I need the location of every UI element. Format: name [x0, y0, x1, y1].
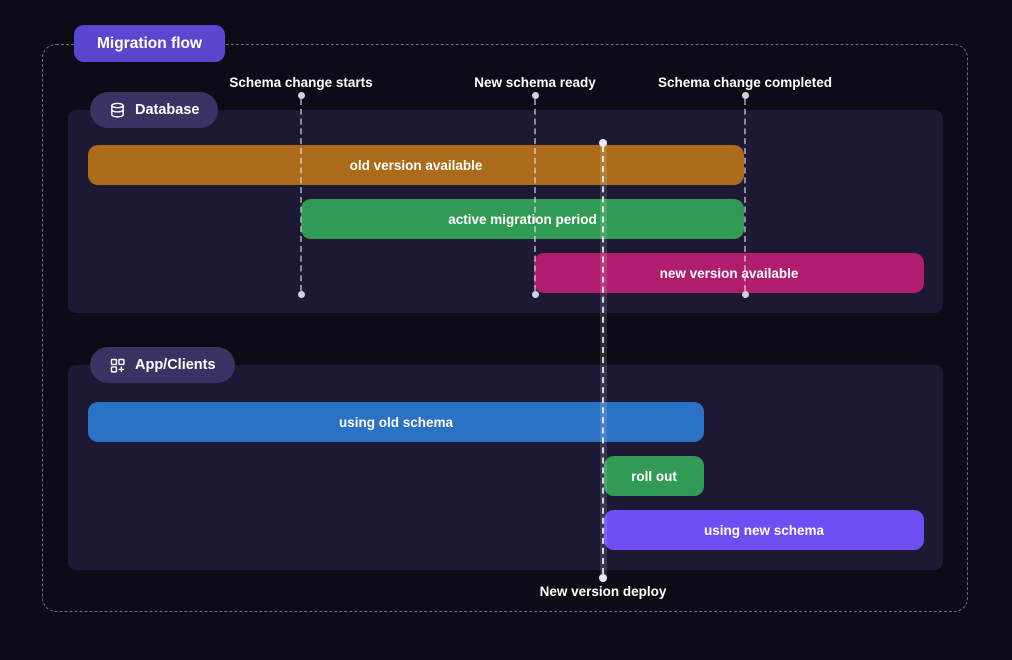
bar-using-old-schema: using old schema	[88, 402, 704, 442]
milestone-dashed-line	[534, 99, 536, 291]
database-icon	[109, 102, 126, 119]
milestone-dashed-line	[300, 99, 302, 291]
deploy-dashed-line	[602, 146, 604, 574]
bar-using-new-schema: using new schema	[604, 510, 924, 550]
bar-label: new version available	[659, 265, 799, 281]
milestone-dot-bottom	[741, 291, 749, 298]
bar-roll-out: roll out	[604, 456, 704, 496]
database-lane-badge: Database	[90, 92, 219, 128]
bar-label: roll out	[631, 468, 677, 484]
bar-old-version-available: old version available	[88, 145, 744, 185]
milestone-label: Schema change completed	[657, 75, 833, 90]
diagram-title: Migration flow	[97, 34, 203, 52]
milestone-dashed-line	[744, 99, 746, 291]
bar-label: active migration period	[448, 211, 597, 227]
apps-add-icon	[109, 357, 126, 374]
milestone-dot-top	[297, 92, 305, 99]
deploy-dot-bottom	[599, 574, 607, 582]
deploy-label: New version deploy	[539, 584, 667, 599]
milestone-dot-top	[741, 92, 749, 99]
bar-label: old version available	[349, 157, 483, 173]
milestone-dot-bottom	[531, 291, 539, 298]
deploy-dot-top	[599, 139, 607, 147]
diagram-frame	[42, 44, 968, 612]
milestone-label: New schema ready	[474, 75, 596, 90]
bar-label: using old schema	[338, 414, 454, 430]
bar-label: using new schema	[703, 522, 825, 538]
diagram-title-badge: Migration flow	[74, 25, 226, 62]
bar-new-version-available: new version available	[534, 253, 924, 293]
milestone-dot-top	[531, 92, 539, 99]
database-lane-label: Database	[135, 102, 200, 118]
milestone-label: Schema change starts	[229, 75, 373, 90]
bar-active-migration-period: active migration period	[301, 199, 744, 239]
milestone-dot-bottom	[297, 291, 305, 298]
app-clients-lane-label: App/Clients	[135, 357, 216, 373]
app-clients-lane-badge: App/Clients	[90, 347, 235, 383]
